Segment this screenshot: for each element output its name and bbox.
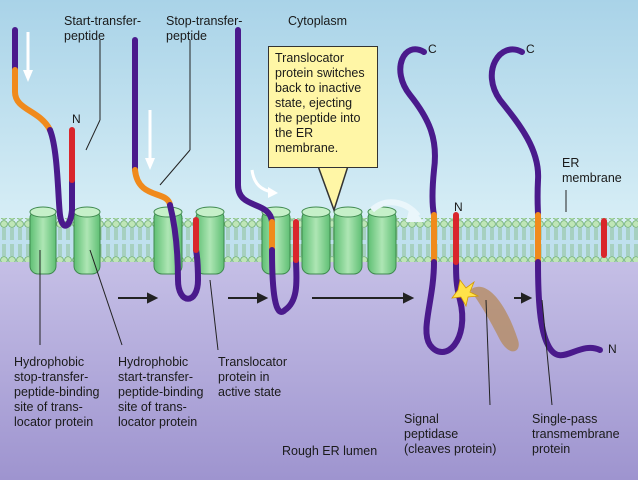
process-arrows bbox=[118, 292, 533, 304]
terminus-n-stage1: N bbox=[72, 112, 81, 126]
terminus-c-stage5: C bbox=[526, 42, 535, 56]
signal-peptidase bbox=[451, 279, 519, 352]
peptide-stage-2 bbox=[132, 37, 202, 302]
label-single-pass-protein: Single-pass transmembrane protein bbox=[532, 412, 620, 456]
peptide-stage-5 bbox=[488, 46, 603, 359]
label-rough-er-lumen: Rough ER lumen bbox=[282, 444, 378, 458]
label-hydrophobic-start-site: Hydrophobic start-transfer- peptide-bind… bbox=[118, 355, 204, 429]
translocator-inactive-4 bbox=[333, 206, 397, 275]
label-stop-transfer-peptide: Stop-transfer- peptide bbox=[166, 14, 243, 43]
label-start-transfer-peptide: Start-transfer- peptide bbox=[64, 14, 142, 43]
peptide-stage-1 bbox=[12, 27, 75, 229]
label-er-membrane: ER membrane bbox=[562, 156, 622, 185]
terminus-n-stage5: N bbox=[608, 342, 617, 356]
leader-lines bbox=[39, 40, 567, 406]
terminus-c-stage4: C bbox=[428, 42, 437, 56]
terminus-n-stage4: N bbox=[454, 200, 463, 214]
label-hydrophobic-stop-site: Hydrophobic stop-transfer- peptide-bindi… bbox=[14, 355, 100, 429]
label-cytoplasm: Cytoplasm bbox=[288, 14, 348, 28]
insertion-arrows bbox=[23, 32, 424, 222]
peptide-stage-3 bbox=[235, 27, 300, 315]
label-signal-peptidase: Signal peptidase (cleaves protein) bbox=[404, 412, 497, 456]
translocator-inactive-1 bbox=[29, 206, 101, 275]
cleaved-signal-segment bbox=[601, 218, 607, 258]
label-translocator-active: Translocator protein in active state bbox=[218, 355, 288, 399]
callout-box: Translocator protein switches back to in… bbox=[268, 46, 378, 168]
peptide-stage-4 bbox=[397, 46, 466, 355]
